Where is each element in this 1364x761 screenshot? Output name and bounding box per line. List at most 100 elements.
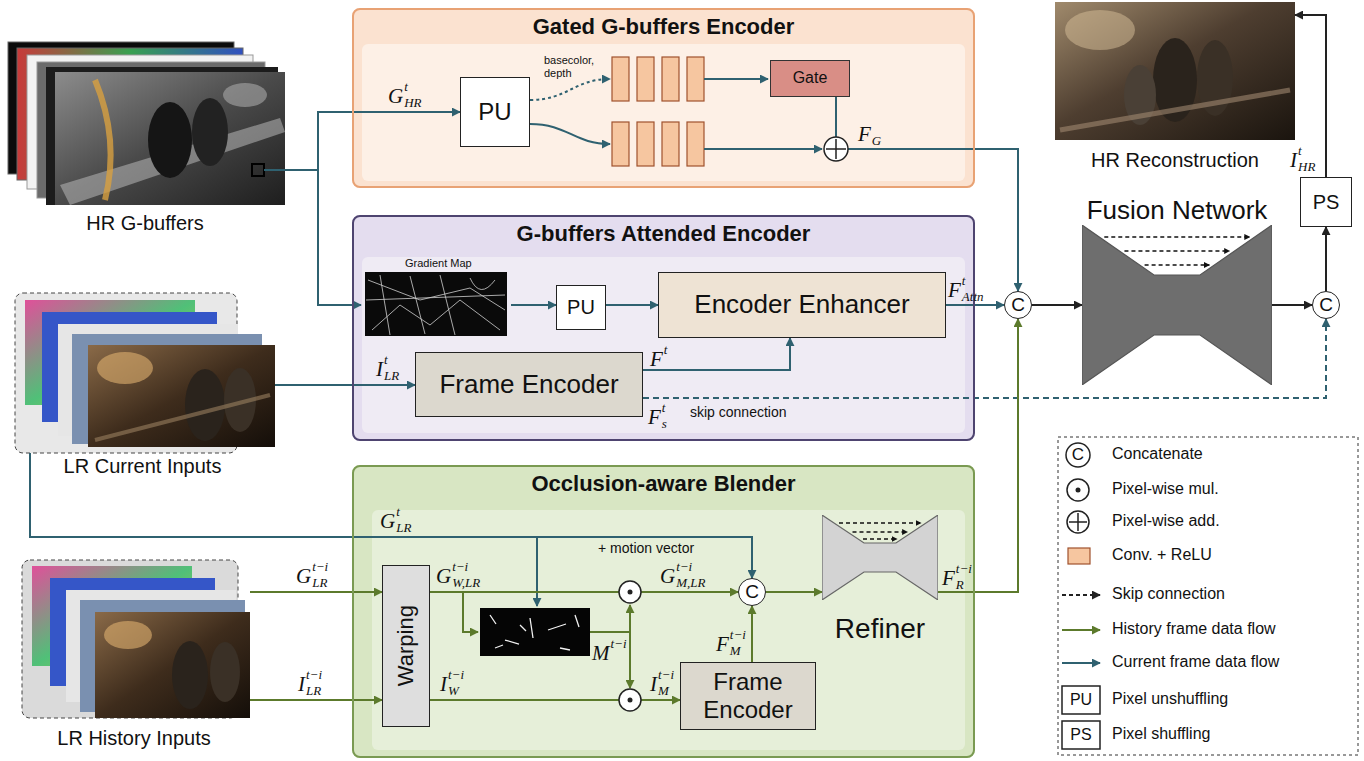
g-buffer-stack xyxy=(192,98,228,166)
math-symbol: Gt−iM,LR xyxy=(660,560,705,589)
math-symbol: Gt−iLR xyxy=(296,560,328,589)
g-buffer-stack xyxy=(55,72,285,205)
math-superscript: t xyxy=(664,343,668,356)
legend-swatch xyxy=(1068,548,1090,564)
panel-ground xyxy=(362,257,965,433)
g-buffer-stack xyxy=(252,164,264,176)
skip-arrow xyxy=(1104,236,1249,237)
g-buffer-stack xyxy=(95,80,111,200)
connector-label: + motion vector xyxy=(598,540,694,556)
box-label: PU xyxy=(567,296,595,319)
image-heading: Gradient Map xyxy=(361,256,511,270)
conv-relu-stack xyxy=(612,57,704,166)
data-flow-arrow xyxy=(1295,15,1326,177)
legend-text: Current frame data flow xyxy=(1112,653,1279,671)
pixel-unshuffle-box: PU xyxy=(556,285,606,330)
lr-input-stack xyxy=(95,395,270,440)
math-superscript: t−i xyxy=(676,560,692,573)
data-flow-arrow xyxy=(430,699,680,701)
data-flow-arrow xyxy=(766,591,822,593)
math-subscript: W,LR xyxy=(452,576,480,589)
pixel-mul-symbol xyxy=(628,698,633,703)
data-wire xyxy=(530,79,610,100)
legend-sample xyxy=(1066,443,1090,467)
math-superscript: t xyxy=(662,401,666,414)
fusion-network: Fusion Network xyxy=(1082,196,1272,386)
pixel-unshuffle-box: PU xyxy=(460,77,530,147)
math-base: I xyxy=(440,674,447,695)
box-label: Encoder Enhancer xyxy=(694,290,909,320)
math-subscript: M,LR xyxy=(676,576,705,589)
conv-relu-stack xyxy=(637,57,654,101)
lr-history-stack xyxy=(172,641,208,709)
data-wire xyxy=(536,537,538,606)
math-subscript: LR xyxy=(384,369,399,382)
data-flow-arrow xyxy=(285,170,361,305)
gradient-map-image xyxy=(366,275,505,335)
concat-symbol: C xyxy=(1011,294,1025,316)
legend-text: Pixel-wise add. xyxy=(1112,512,1220,530)
legend-sample xyxy=(1062,686,1100,714)
data-wire xyxy=(704,148,822,150)
concat-circle: C xyxy=(738,578,766,606)
legend-sample xyxy=(1067,511,1089,533)
data-flow-arrow xyxy=(275,384,415,386)
data-flow-arrow xyxy=(511,304,556,306)
math-symbol: Mt−i xyxy=(592,637,627,666)
legend-sample xyxy=(1062,663,1100,664)
math-base: G xyxy=(436,566,451,587)
data-flow-arrow xyxy=(946,304,1004,306)
math-subscript: G xyxy=(872,134,881,147)
math-subscript: HR xyxy=(1298,160,1315,173)
data-wire xyxy=(264,169,285,171)
data-wire xyxy=(463,592,478,632)
skip-arrow xyxy=(863,538,897,539)
legend-text: Concatenate xyxy=(1112,445,1203,463)
math-base: F xyxy=(716,634,729,655)
refiner-network: Refiner xyxy=(822,513,938,645)
output-illustration xyxy=(1060,90,1290,130)
output-illustration xyxy=(1055,2,1295,140)
math-symbol: It−iW xyxy=(440,668,464,697)
process-box: Encoder Enhancer xyxy=(658,272,946,338)
math-subscript: LR xyxy=(306,684,321,697)
math-base: F xyxy=(650,349,663,370)
gradient-map: Gradient Map xyxy=(361,256,511,338)
math-base: I xyxy=(376,359,383,380)
math-superscript: t−i xyxy=(611,637,627,650)
math-base: G xyxy=(660,566,675,587)
math-superscript: t xyxy=(1298,144,1302,157)
legend-sample-text: C xyxy=(1066,443,1090,467)
math-base: F xyxy=(948,280,961,301)
data-flow-arrow xyxy=(1272,304,1312,306)
legend-sample xyxy=(1062,721,1100,749)
legend-sample xyxy=(1062,721,1100,749)
legend-text: Pixel shuffling xyxy=(1112,725,1210,743)
network-outline xyxy=(1082,225,1272,385)
math-symbol: Fts xyxy=(648,401,667,430)
legend-frame xyxy=(1058,437,1358,755)
panel-title: G-buffers Attended Encoder xyxy=(354,217,973,246)
math-subscript: W xyxy=(448,684,459,697)
conv-relu-stack xyxy=(662,122,679,166)
math-base: I xyxy=(298,674,305,695)
data-flow-arrow xyxy=(606,304,658,306)
lr-input-stack xyxy=(88,345,275,447)
concat-symbol: C xyxy=(1319,294,1333,316)
image-stack: HR G-buffers xyxy=(5,38,285,235)
panel-title: Occlusion-aware Blender xyxy=(354,467,973,496)
data-wire xyxy=(704,78,768,80)
panel-ground xyxy=(352,8,975,758)
pixel-add-symbol xyxy=(826,139,846,159)
math-symbol: ItLR xyxy=(376,353,399,382)
lr-history-stack xyxy=(210,642,240,702)
math-superscript: t−i xyxy=(658,668,674,681)
pixel-shuffle-box: PS xyxy=(1300,177,1352,227)
math-base: I xyxy=(1290,150,1297,171)
legend-text: Pixel-wise mul. xyxy=(1112,480,1219,498)
math-symbol: Ft−iM xyxy=(716,628,746,657)
